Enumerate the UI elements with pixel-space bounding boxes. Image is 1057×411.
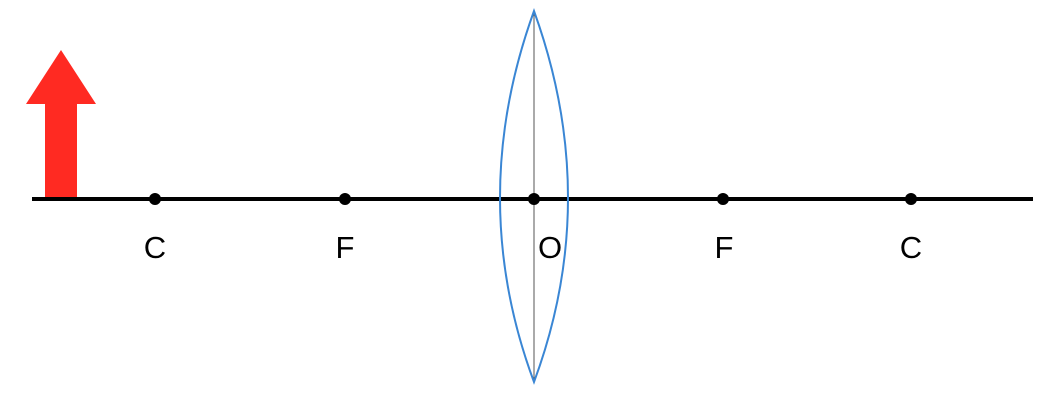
point-c-left: [149, 193, 161, 205]
point-f-left: [339, 193, 351, 205]
point-f-right: [717, 193, 729, 205]
label-f-right: F: [714, 230, 734, 265]
convex-lens: [499, 8, 569, 385]
point-c-right: [905, 193, 917, 205]
point-o-center: [528, 193, 540, 205]
label-f-left: F: [335, 230, 355, 265]
object-arrow: [26, 50, 96, 198]
label-o-center: O: [537, 230, 563, 265]
label-c-right: C: [899, 230, 923, 265]
label-c-left: C: [143, 230, 167, 265]
